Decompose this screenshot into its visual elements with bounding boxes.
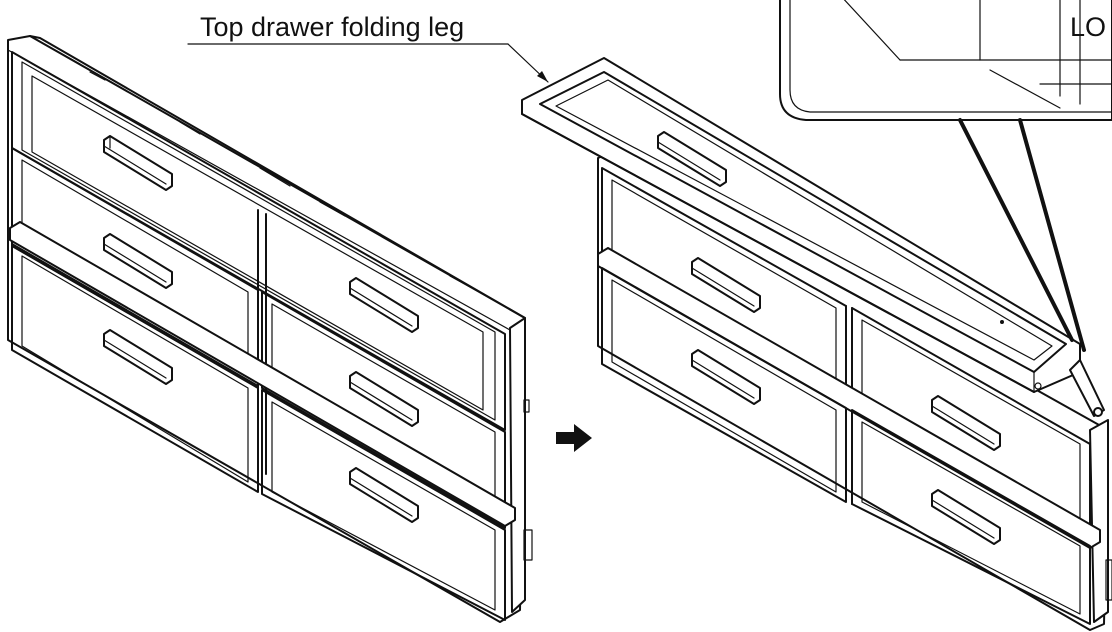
callout-top-drawer-folding-leg: Top drawer folding leg — [187, 12, 549, 83]
right-arrow-icon — [556, 424, 592, 452]
left-drawer-r2-handle-right — [349, 277, 419, 333]
left-drawer-r3-handle-left — [103, 329, 173, 385]
left-drawer-r2-handle-left — [103, 233, 173, 289]
right-drawer-r4-handle-right — [931, 489, 1001, 545]
zoom-leader-right — [1018, 118, 1086, 352]
right-side-panel — [1089, 419, 1109, 623]
folding-leg-support — [1069, 359, 1105, 417]
right-dresser-open — [521, 57, 1112, 631]
right-drawer-r3-handle-left — [691, 349, 761, 405]
right-drawer-row-3 — [597, 247, 1101, 625]
right-drawer-r3-handle-right — [931, 395, 1001, 451]
callout-label: Top drawer folding leg — [200, 12, 464, 42]
callout-arrowhead — [537, 71, 548, 82]
folding-leg-handle — [657, 131, 727, 187]
top-drawer-folding-leg — [521, 57, 1112, 601]
zoom-inset: LO — [779, 0, 1112, 352]
zoom-inset-label: LO — [1070, 12, 1106, 42]
zoom-leader-left — [958, 118, 1074, 342]
right-drawer-r2-handle-left — [691, 257, 761, 313]
zoom-inset-detail — [843, 0, 1112, 109]
left-drawer-top — [11, 51, 506, 431]
left-drawer-row-3 — [9, 221, 516, 621]
left-drawer-top-handle — [103, 135, 173, 191]
left-drawer-r4-handle-right — [349, 467, 419, 523]
left-side-panel — [509, 317, 526, 613]
left-drawer-r3-handle-right — [349, 371, 419, 427]
left-top-hinge-marks — [54, 49, 491, 299]
left-dresser-closed — [7, 35, 533, 623]
